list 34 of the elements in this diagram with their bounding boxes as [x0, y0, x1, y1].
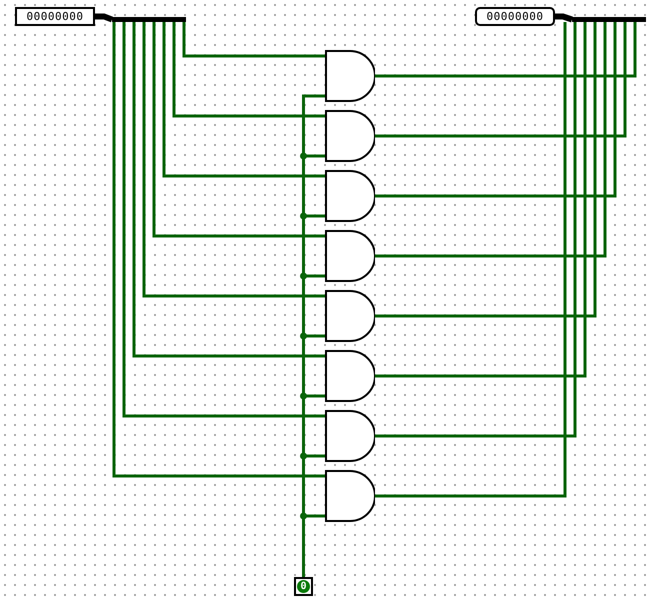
output-pin — [475, 7, 555, 26]
bus-wire — [555, 14, 573, 22]
and-gate — [325, 350, 375, 402]
and-gate — [325, 110, 375, 162]
pin-value: 00000000 — [486, 11, 544, 22]
and-gate — [325, 290, 375, 342]
input-pin — [15, 7, 95, 26]
wire — [375, 22, 606, 258]
wire — [375, 22, 566, 498]
wire — [375, 22, 636, 78]
wire — [162, 22, 325, 178]
bus-wire — [95, 14, 114, 22]
wire — [182, 22, 325, 58]
wire — [375, 22, 626, 138]
wire — [142, 22, 325, 298]
pin-value: 00000000 — [26, 11, 84, 22]
wire — [375, 22, 576, 438]
wire — [375, 22, 616, 198]
wire — [122, 22, 325, 418]
wire — [375, 22, 596, 318]
wire — [152, 22, 325, 238]
and-gate — [325, 470, 375, 522]
and-gate — [325, 230, 375, 282]
and-gate — [325, 50, 375, 102]
splitter-bus — [572, 17, 646, 22]
wire — [112, 22, 325, 478]
pin-value: 0 — [297, 580, 310, 593]
wire — [375, 22, 586, 378]
wire — [172, 22, 325, 118]
input-pin — [294, 577, 313, 596]
wire — [132, 22, 325, 358]
and-gate — [325, 170, 375, 222]
and-gate — [325, 410, 375, 462]
splitter-bus — [112, 17, 186, 22]
